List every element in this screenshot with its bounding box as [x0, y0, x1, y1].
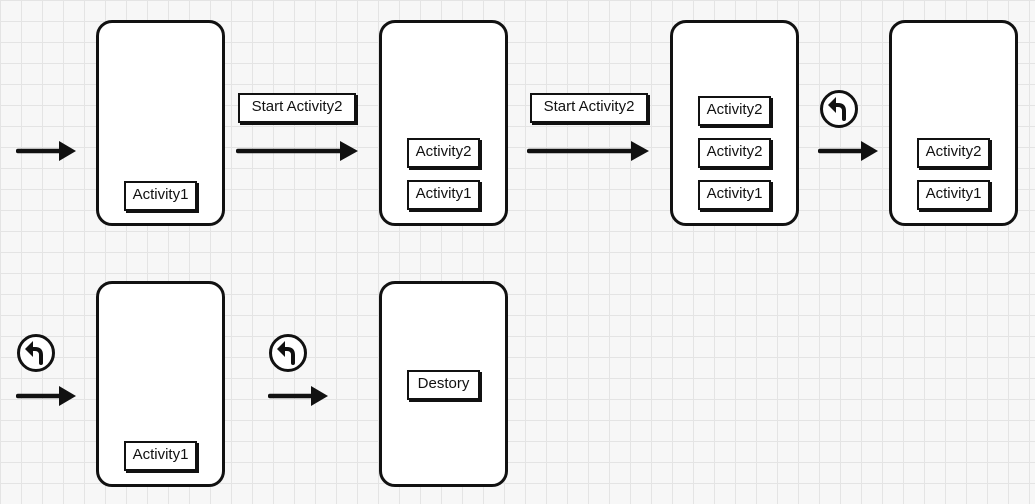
- stack-item: Activity1: [124, 181, 197, 211]
- phone-6: Destory: [379, 281, 508, 487]
- arrow-step-1: [236, 141, 358, 161]
- arrow-entry: [16, 141, 76, 161]
- phone-5: Activity1: [96, 281, 225, 487]
- step-label-start-activity2: Start Activity2: [238, 93, 356, 123]
- stack-item: Activity2: [698, 96, 771, 126]
- arrow-back-2: [16, 386, 76, 406]
- phone-4: Activity2 Activity1: [889, 20, 1018, 226]
- stack-item: Activity2: [407, 138, 480, 168]
- stack-item: Activity2: [917, 138, 990, 168]
- arrow-back-1: [818, 141, 878, 161]
- stack-item: Activity1: [407, 180, 480, 210]
- stack-item: Destory: [407, 370, 480, 400]
- stack-item: Activity2: [698, 138, 771, 168]
- back-arrow-icon: [820, 90, 858, 128]
- back-arrow-icon: [269, 334, 307, 372]
- stack-item: Activity1: [698, 180, 771, 210]
- phone-1: Activity1: [96, 20, 225, 226]
- phone-3: Activity2 Activity2 Activity1: [670, 20, 799, 226]
- stack-item: Activity1: [124, 441, 197, 471]
- step-label-start-activity2: Start Activity2: [530, 93, 648, 123]
- arrow-back-3: [268, 386, 328, 406]
- phone-2: Activity2 Activity1: [379, 20, 508, 226]
- arrow-step-2: [527, 141, 649, 161]
- back-arrow-icon: [17, 334, 55, 372]
- stack-item: Activity1: [917, 180, 990, 210]
